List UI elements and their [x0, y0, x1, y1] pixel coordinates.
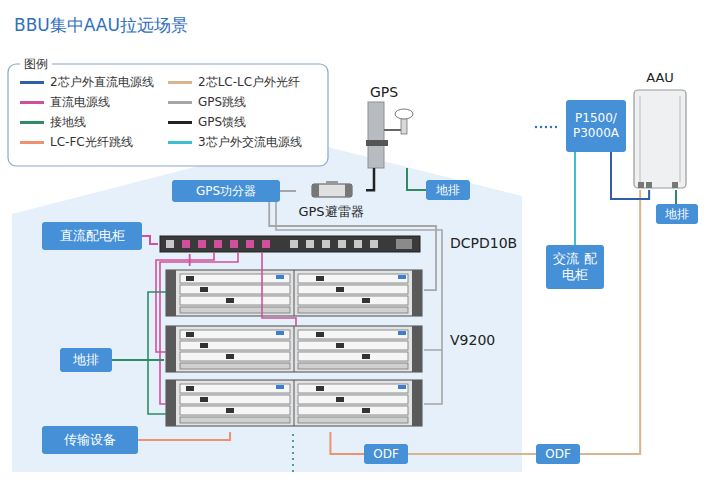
box-label: 地排 [426, 183, 470, 198]
legend-swatch [168, 101, 192, 104]
pdu-strip [160, 236, 420, 252]
legend-item: 接地线 [20, 114, 86, 130]
legend-swatch [168, 121, 192, 124]
transmission-box: 传输设备 [42, 426, 138, 454]
legend-text: 直流电源线 [50, 94, 110, 111]
bbu-stack: V9200 [164, 266, 424, 432]
box-label: 地排 [60, 352, 112, 368]
lightning-arrester: GPS避雷器 [296, 178, 366, 220]
splitter-box: GPS功分器 [172, 180, 280, 202]
extra-wires [148, 202, 442, 472]
aau-unit: AAU [628, 70, 692, 190]
legend-item: GPS馈线 [168, 114, 246, 130]
cable-connector [580, 190, 640, 454]
cable-connector [189, 254, 191, 266]
cable-connector [366, 168, 374, 190]
power-distribution-unit: DCPD10B [158, 234, 422, 254]
box-label: 直流配电柜 [42, 228, 142, 244]
part-label: V9200 [450, 332, 495, 349]
box-label: P1500/ P3000A [566, 111, 626, 141]
box-label: 传输设备 [42, 432, 138, 448]
cable-connector [112, 359, 164, 361]
legend-text: GPS跳线 [198, 94, 246, 111]
ac-cabinet: 交流 配电柜 [546, 245, 604, 289]
arrester-device [312, 181, 352, 197]
box-label: ODF [536, 447, 580, 462]
part-label: DCPD10B [450, 235, 517, 252]
legend-swatch [20, 121, 44, 124]
legend-item: LC-FC光纤跳线 [20, 134, 133, 150]
cable-connector [574, 152, 576, 245]
cable-connector [138, 432, 230, 440]
cable-connector [407, 168, 426, 190]
legend-swatch [20, 101, 44, 104]
cable-connector [611, 152, 649, 199]
building [12, 140, 522, 472]
legend-swatch [20, 141, 44, 144]
legend-item: 3芯户外交流电源线 [168, 134, 302, 150]
legend-text: 2芯LC-LC户外光纤 [198, 74, 300, 91]
legend-text: GPS馈线 [198, 114, 246, 131]
cable-connector [269, 202, 436, 290]
ground-bar: 地排 [60, 348, 112, 372]
legend-swatch [20, 81, 44, 84]
part-label: GPS避雷器 [286, 204, 376, 220]
cable-connector [675, 190, 677, 204]
odf-box: ODF [536, 444, 580, 464]
cable-connector [330, 432, 364, 454]
cable-connector [408, 453, 536, 455]
legend-item: 直流电源线 [20, 94, 110, 110]
dc-cabinet: 直流配电柜 [42, 222, 142, 250]
legend-swatch [168, 141, 192, 144]
aau-device [634, 90, 686, 188]
legend-item: GPS跳线 [168, 94, 246, 110]
continuation-dots [535, 126, 557, 128]
odf-box: ODF [364, 444, 408, 464]
power-supply-box: P1500/ P3000A [566, 100, 626, 152]
part-label: AAU [628, 70, 692, 86]
legend-text: 接地线 [50, 114, 86, 131]
gps-pole [366, 102, 413, 168]
legend-item: 2芯户外直流电源线 [20, 74, 154, 90]
box-label: 交流 配电柜 [546, 251, 604, 284]
diagram-title: BBU集中AAU拉远场景 [14, 14, 188, 37]
legend-swatch [168, 81, 192, 84]
cable-connector [280, 190, 296, 192]
box-label: GPS功分器 [172, 184, 280, 199]
legend-text: 2芯户外直流电源线 [50, 74, 154, 91]
box-label: ODF [364, 447, 408, 462]
legend-heading: 图例 [20, 56, 52, 73]
part-label: GPS [370, 84, 398, 101]
cable-connector [142, 236, 158, 244]
legend-text: 3芯户外交流电源线 [198, 134, 302, 151]
box-label: 地排 [656, 207, 698, 222]
ground-bar: 地排 [656, 204, 698, 224]
gps-antenna: GPS [362, 84, 422, 168]
legend-frame [8, 64, 328, 166]
legend-item: 2芯LC-LC户外光纤 [168, 74, 300, 90]
bbu-chassis [166, 270, 422, 426]
ground-bar: 地排 [426, 180, 470, 200]
legend-text: LC-FC光纤跳线 [50, 134, 133, 151]
